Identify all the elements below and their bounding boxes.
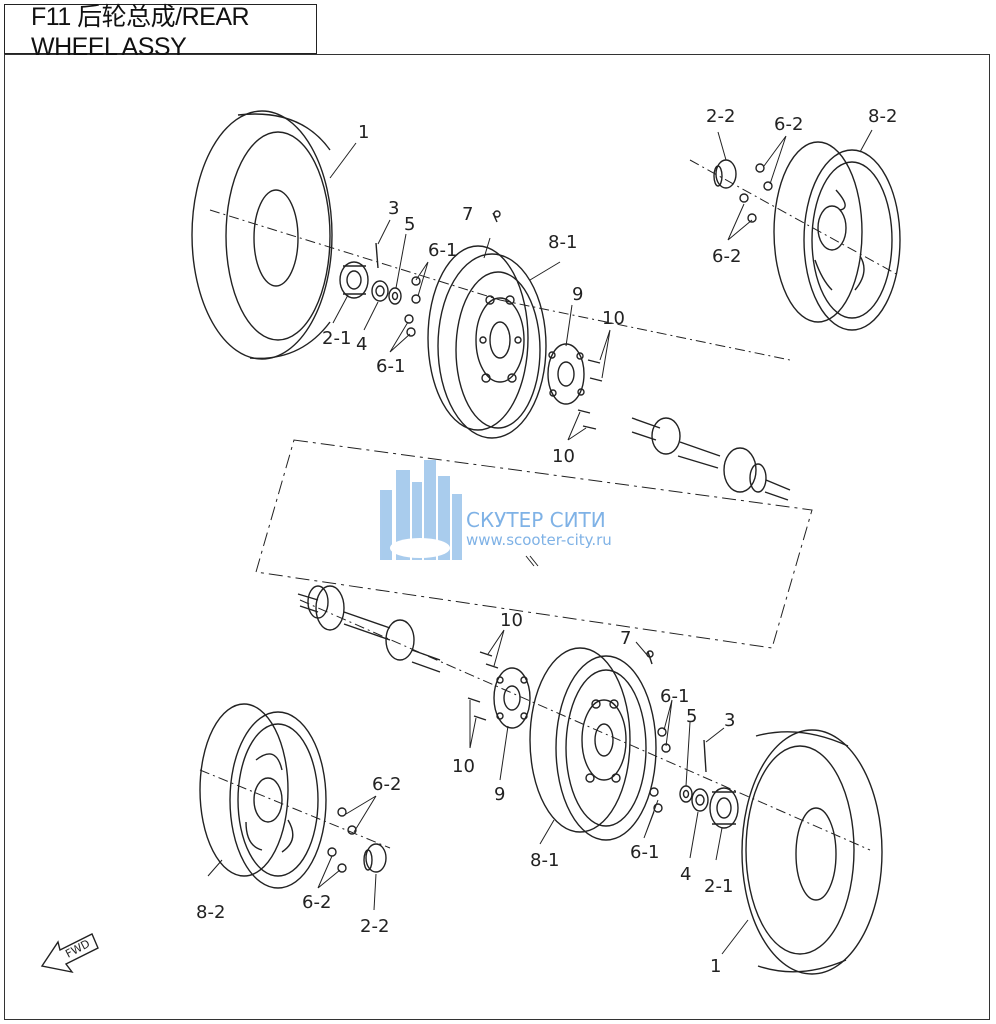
callout-7-bottom: 7: [620, 628, 631, 649]
lug-nuts-top-right: [739, 163, 773, 223]
bolts-top: [577, 359, 603, 430]
callout-2-2-top: 2-2: [706, 106, 735, 127]
steel-wheel-top: [427, 245, 547, 439]
callout-4-bottom: 4: [680, 864, 691, 885]
washer-bottom: [679, 785, 693, 803]
drive-shaft-bottom: [297, 585, 441, 673]
callout-10-top-a: 10: [602, 308, 625, 329]
castle-nut-top: [371, 280, 389, 302]
washer-top: [388, 287, 402, 305]
callout-1-top: 1: [358, 122, 369, 143]
callout-2-2-bottom: 2-2: [360, 916, 389, 937]
cotter-pin-top: [375, 242, 379, 269]
diagram-title: F11 后轮总成/REAR WHEEL ASSY: [4, 3, 317, 61]
callout-8-1-top: 8-1: [548, 232, 577, 253]
callout-6-2-top-a: 6-2: [774, 114, 803, 135]
fwd-arrow-icon: FWD: [40, 933, 99, 974]
callout-2-1-bottom: 2-1: [704, 876, 733, 897]
callout-6-2-top-b: 6-2: [712, 246, 741, 267]
diagram-border: [4, 54, 990, 1020]
callout-8-1-bottom: 8-1: [530, 850, 559, 871]
callout-5-top: 5: [404, 214, 415, 235]
alloy-wheel-top-right: [773, 141, 901, 331]
callout-3-bottom: 3: [724, 710, 735, 731]
callout-6-2-bottom-b: 6-2: [302, 892, 331, 913]
bolts-bottom: [467, 651, 499, 721]
hub-cap-bottom: [709, 787, 739, 829]
callout-9-top: 9: [572, 284, 583, 305]
callout-1-bottom: 1: [710, 956, 721, 977]
callout-8-2-bottom: 8-2: [196, 902, 225, 923]
callout-10-bottom-a: 10: [500, 610, 523, 631]
hub-flange-bottom: [493, 667, 531, 729]
lug-nuts-top: [404, 276, 421, 337]
lug-nuts-bottom-left: [327, 807, 357, 873]
callout-4-top: 4: [356, 334, 367, 355]
callout-6-1-top-b: 6-1: [376, 356, 405, 377]
callout-6-1-top-a: 6-1: [428, 240, 457, 261]
callout-10-bottom-b: 10: [452, 756, 475, 777]
callout-2-1-top: 2-1: [322, 328, 351, 349]
watermark-name: СКУТЕР СИТИ: [466, 508, 606, 532]
callout-6-2-bottom-a: 6-2: [372, 774, 401, 795]
cotter-pin-bottom: [703, 739, 707, 773]
watermark-logo: [380, 460, 462, 560]
callout-6-1-bottom-a: 6-1: [660, 686, 689, 707]
callout-6-1-bottom-b: 6-1: [630, 842, 659, 863]
tire-top-left: [191, 110, 333, 360]
watermark-url: www.scooter-city.ru: [466, 531, 612, 549]
castle-nut-bottom: [691, 788, 709, 812]
callout-10-top-b: 10: [552, 446, 575, 467]
callout-8-2-top: 8-2: [868, 106, 897, 127]
callout-3-top: 3: [388, 198, 399, 219]
hub-cap-top: [339, 261, 369, 299]
lug-nuts-bottom: [649, 727, 671, 813]
callout-7-top: 7: [462, 204, 473, 225]
alloy-wheel-bottom-left: [199, 703, 327, 889]
tire-bottom-right: [741, 729, 883, 975]
callout-5-bottom: 5: [686, 706, 697, 727]
callout-9-bottom: 9: [494, 784, 505, 805]
hub-flange-top: [547, 343, 585, 405]
steel-wheel-bottom: [529, 647, 657, 841]
center-cap-bottom: [363, 843, 387, 873]
drive-shaft-top: [631, 417, 791, 501]
valve-bottom: [647, 651, 653, 665]
